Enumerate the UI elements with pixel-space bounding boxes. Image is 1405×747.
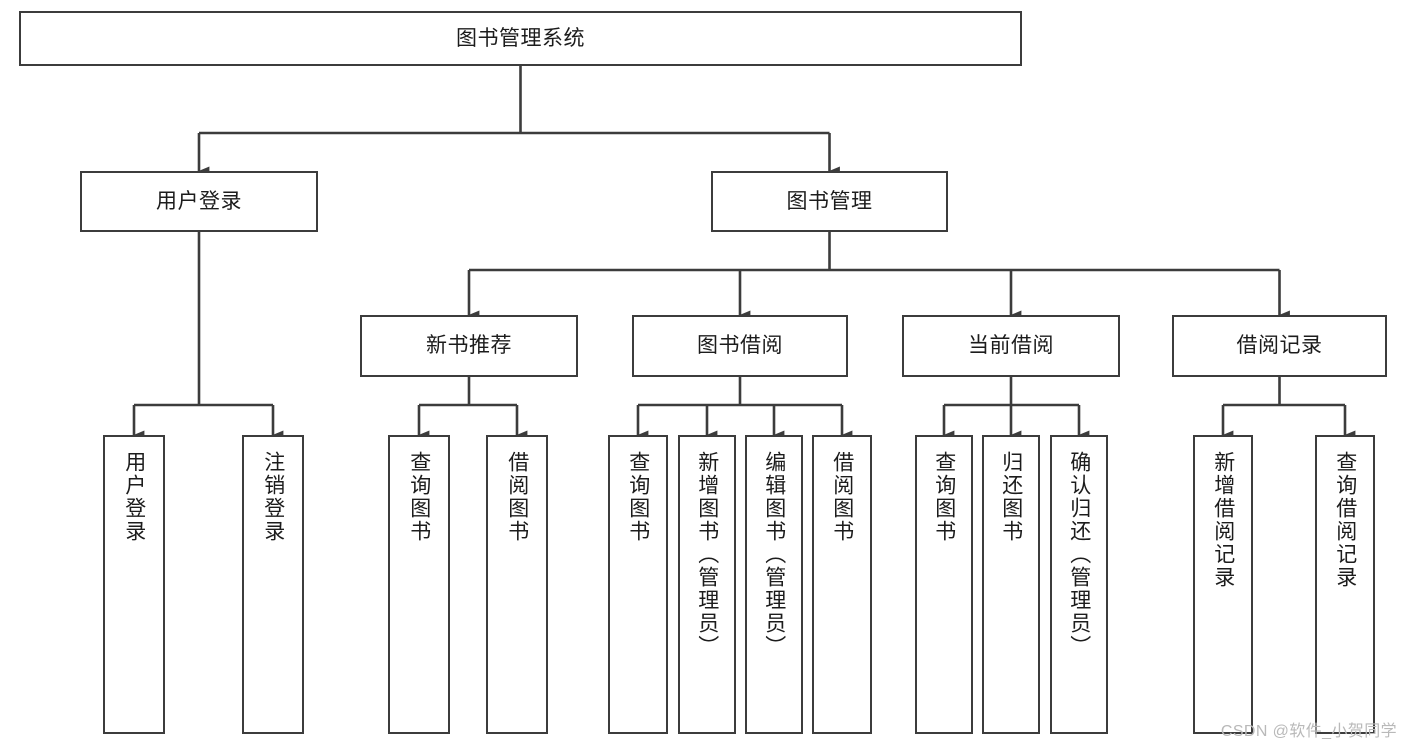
node-label: 查询图书 [407,451,431,543]
node-label: 新增图书（管理员） [695,451,719,658]
node-label: 查询图书 [626,451,650,543]
node-label: 查询图书 [932,451,956,543]
node-label: 图书管理 [786,189,873,213]
node-label: 当前借阅 [968,334,1054,358]
node-leaf11[interactable]: 确认归还（管理员） [1050,435,1108,734]
node-borrow[interactable]: 图书借阅 [632,315,848,377]
node-leaf1[interactable]: 用户登录 [103,435,165,734]
node-label: 编辑图书（管理员） [762,451,786,658]
node-label: 查询借阅记录 [1333,451,1357,589]
node-label: 借阅图书 [830,451,854,543]
node-label: 借阅记录 [1236,334,1323,358]
node-leaf3[interactable]: 查询图书 [388,435,450,734]
node-leaf13[interactable]: 查询借阅记录 [1315,435,1375,734]
node-label: 确认归还（管理员） [1067,451,1091,658]
node-leaf12[interactable]: 新增借阅记录 [1193,435,1253,734]
node-leaf6[interactable]: 新增图书（管理员） [678,435,736,734]
node-leaf4[interactable]: 借阅图书 [486,435,548,734]
node-records[interactable]: 借阅记录 [1172,315,1387,377]
node-current[interactable]: 当前借阅 [902,315,1120,377]
watermark-label: CSDN @软件_小贺同学 [1220,723,1397,740]
node-leaf10[interactable]: 归还图书 [982,435,1040,734]
node-label: 图书管理系统 [456,26,585,50]
node-leaf9[interactable]: 查询图书 [915,435,973,734]
node-leaf2[interactable]: 注销登录 [242,435,304,734]
node-leaf7[interactable]: 编辑图书（管理员） [745,435,803,734]
node-root[interactable]: 图书管理系统 [19,11,1022,66]
node-label: 用户登录 [156,189,242,213]
node-leaf8[interactable]: 借阅图书 [812,435,872,734]
node-login[interactable]: 用户登录 [80,171,318,232]
node-label: 用户登录 [122,451,146,543]
node-bookmgmt[interactable]: 图书管理 [711,171,948,232]
node-label: 图书借阅 [697,334,783,358]
node-leaf5[interactable]: 查询图书 [608,435,668,734]
node-newbook[interactable]: 新书推荐 [360,315,578,377]
node-label: 归还图书 [999,451,1023,543]
node-label: 新增借阅记录 [1211,451,1235,589]
node-label: 新书推荐 [426,334,512,358]
node-label: 借阅图书 [505,451,529,543]
node-label: 注销登录 [261,451,285,543]
edge-group [132,66,1356,440]
